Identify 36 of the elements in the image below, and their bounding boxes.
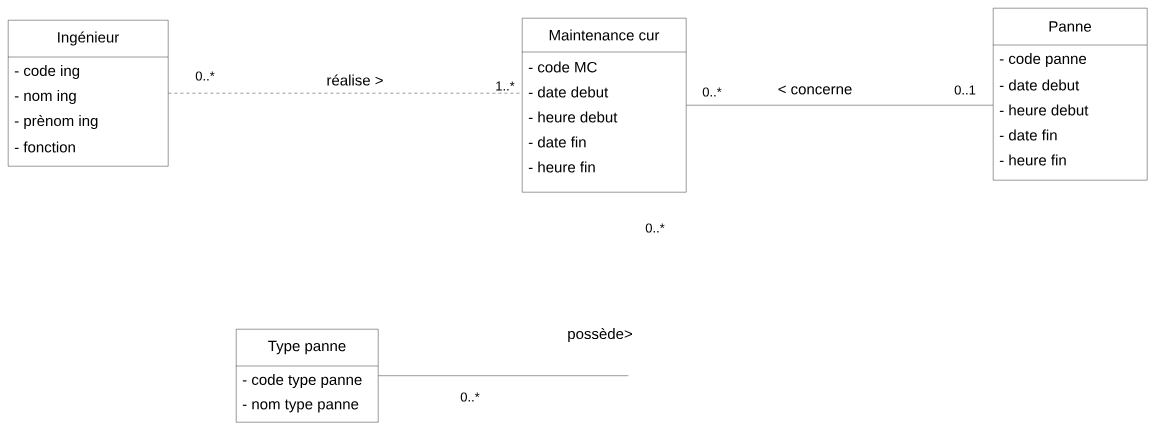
attribute-text: - date fin <box>999 129 1057 141</box>
attribute-text: - heure debut <box>528 111 618 123</box>
association-label: réalise > <box>325 73 385 87</box>
attribute-text: - fonction <box>14 141 75 153</box>
association-label: < concerne <box>776 84 854 96</box>
multiplicity-label: 1..* <box>494 80 516 92</box>
attribute-text: - date debut <box>528 86 609 98</box>
multiplicity-label: 0..* <box>701 86 723 98</box>
class-name: Ingénieur <box>58 31 119 46</box>
multiplicity-label: 0..* <box>459 391 481 403</box>
attribute-text: - code panne <box>999 53 1087 67</box>
attribute-text: - code MC <box>528 61 597 73</box>
attribute-text: - date debut <box>999 79 1080 91</box>
class-name: Type panne <box>268 340 346 355</box>
attribute-text: - heure fin <box>999 154 1066 166</box>
attribute-text: - nom ing <box>14 90 76 104</box>
multiplicity-label: 0..1 <box>953 84 977 96</box>
class-name: Panne <box>1049 21 1091 32</box>
attribute-text: - date fin <box>528 136 586 148</box>
multiplicity-label: 0..* <box>194 70 216 82</box>
attribute-text: - code type panne <box>242 374 362 388</box>
class-box <box>992 8 1148 181</box>
association-line <box>378 375 629 376</box>
attribute-text: - heure debut <box>999 104 1089 116</box>
attribute-text: - heure fin <box>528 161 595 173</box>
attribute-text: - code ing <box>14 65 80 79</box>
association-label: possède> <box>566 326 634 344</box>
attribute-text: - nom type panne <box>242 399 359 413</box>
attribute-text: - prènom ing <box>14 114 98 130</box>
association-line <box>686 105 994 106</box>
class-box <box>235 329 379 423</box>
multiplicity-label: 0..* <box>644 222 666 234</box>
association-line <box>168 93 523 94</box>
class-box <box>7 20 169 167</box>
class-name: Maintenance cur <box>549 29 660 41</box>
class-box <box>521 18 687 193</box>
